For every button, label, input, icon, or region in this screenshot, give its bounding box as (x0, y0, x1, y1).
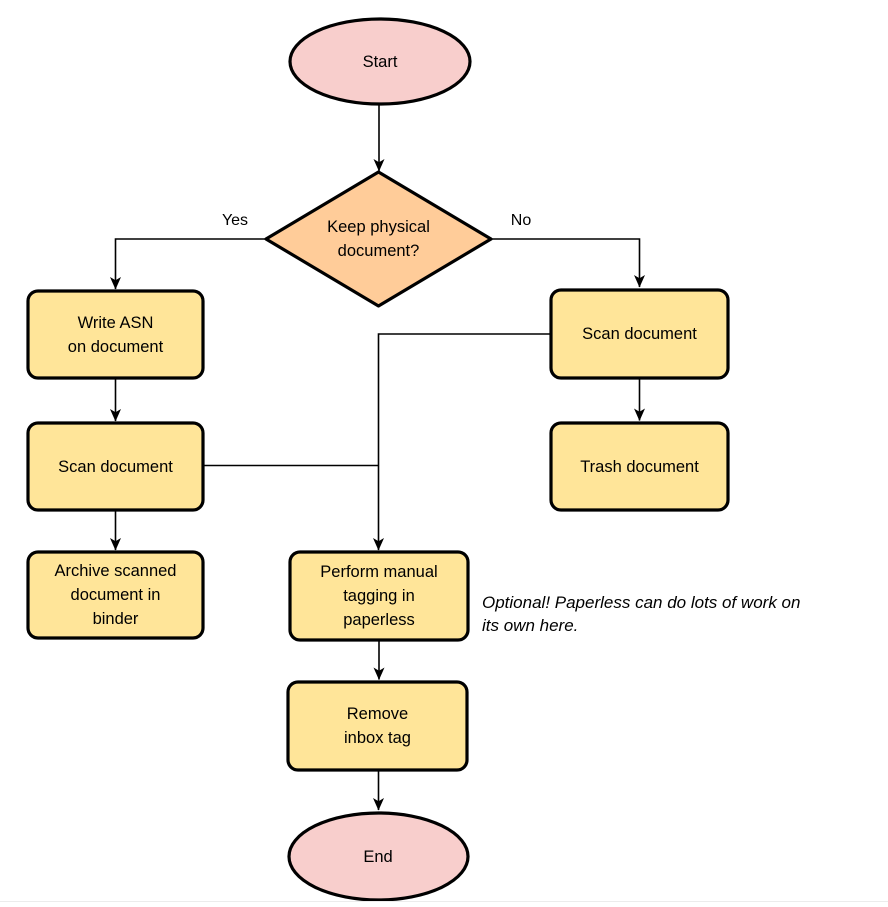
edge-scan-right-to-tagging (373, 333, 551, 551)
archive-node-label: Archive scanned document in binder (54, 562, 177, 628)
tagging-node-label: Perform manual tagging in paperless (320, 563, 438, 629)
edge-label-yes: Yes (221, 212, 249, 229)
scan-right-node-shape (549, 288, 730, 380)
decision-node-shape (264, 170, 493, 308)
trash-node-label: Trash document (580, 457, 699, 476)
optional-note: Optional! Paperless can do lots of work … (482, 593, 801, 635)
scan-left-node-shape (26, 421, 205, 512)
trash-node-shape (549, 421, 730, 512)
start-node-shape (288, 17, 472, 106)
page-bottom-edge (0, 901, 888, 902)
tagging-node-shape (288, 550, 470, 642)
remove-inbox-node-label: Remove inbox tag (344, 705, 411, 747)
scan-left-node-label: Scan document (58, 457, 173, 476)
edge-decision-yes-to-write-asn (110, 238, 266, 290)
write-asn-node-shape (26, 289, 205, 380)
decision-node-label: Keep physical document? (327, 218, 430, 260)
edge-label-no: No (510, 212, 532, 229)
archive-node-shape (26, 550, 205, 640)
edge-decision-no-to-scan-right (491, 238, 645, 288)
remove-inbox-node-shape (286, 680, 469, 772)
write-asn-node-label: Write ASN on document (67, 313, 164, 356)
end-node-shape (287, 811, 470, 902)
end-node-label: End (363, 847, 393, 866)
start-node-label: Start (362, 52, 398, 71)
scan-right-node-label: Scan document (582, 325, 697, 343)
